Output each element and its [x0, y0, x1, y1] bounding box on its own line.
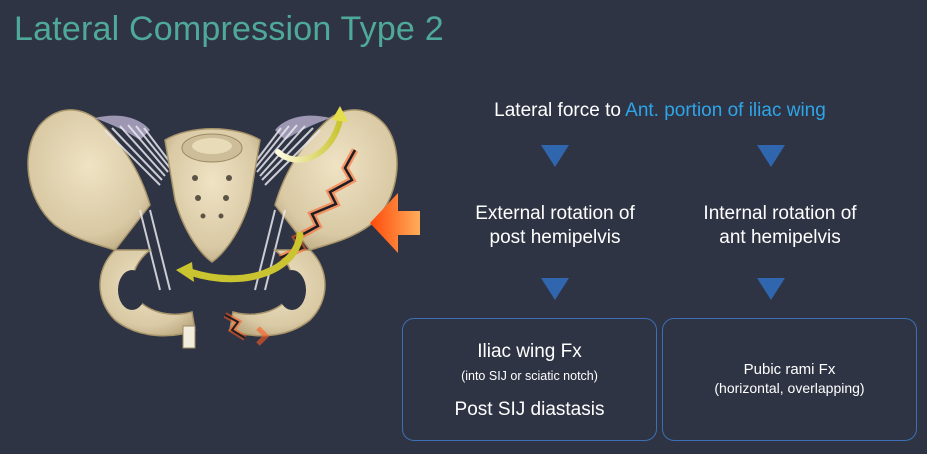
left-result-box: Iliac wing Fx (into SIJ or sciatic notch… [402, 318, 657, 441]
down-triangle-icon [541, 278, 569, 300]
down-triangle-icon [757, 278, 785, 300]
left-box-main2: Post SIJ diastasis [454, 399, 605, 420]
headline-highlight: Ant. portion of iliac wing [625, 100, 826, 121]
force-arrow-icon [370, 193, 420, 253]
left-branch-line2: post hemipelvis [489, 227, 621, 248]
right-box-sub: (horizontal, overlapping) [714, 380, 865, 396]
left-box-sub: (into SIJ or sciatic notch) [461, 369, 598, 383]
down-triangle-icon [757, 145, 785, 167]
left-box-main: Iliac wing Fx [477, 341, 582, 362]
right-branch-text: Internal rotation of ant hemipelvis [680, 202, 880, 250]
rotation-arrow-icon [275, 117, 343, 163]
down-triangle-icon [541, 145, 569, 167]
rotation-arrow-icon [186, 231, 304, 283]
right-result-box: Pubic rami Fx (horizontal, overlapping) [662, 318, 917, 441]
headline-text: Lateral force to [494, 100, 626, 121]
left-branch-line1: External rotation of [475, 203, 635, 224]
slide-title: Lateral Compression Type 2 [14, 10, 444, 48]
right-box-main: Pubic rami Fx [743, 361, 836, 378]
left-branch-text: External rotation of post hemipelvis [455, 202, 655, 250]
right-branch-line1: Internal rotation of [703, 203, 857, 224]
headline: Lateral force to Ant. portion of iliac w… [430, 100, 890, 122]
pelvis-illustration [27, 106, 420, 349]
right-branch-line2: ant hemipelvis [719, 227, 841, 248]
